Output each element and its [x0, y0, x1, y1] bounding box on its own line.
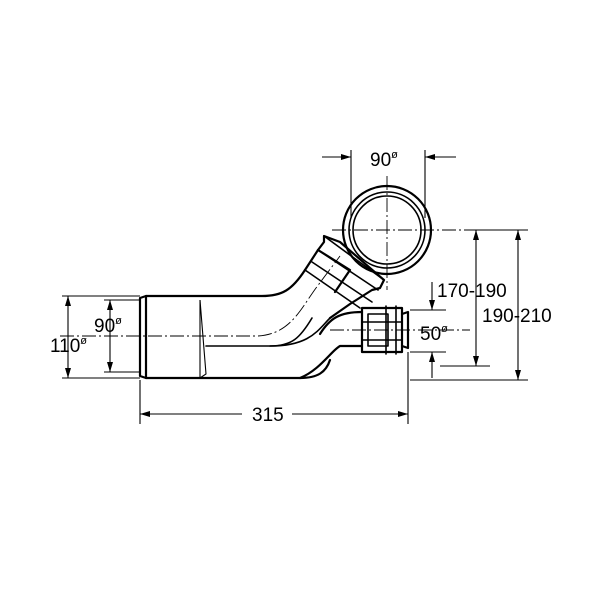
dim-height-1 [440, 230, 490, 367]
height-range-1-label: 170-190 [437, 281, 507, 302]
top-diameter-label: 90ø [370, 149, 398, 171]
dim-top [322, 150, 456, 218]
height-range-2-label: 190-210 [482, 306, 552, 327]
center-lines [60, 176, 470, 337]
branch-diameter-label: 50ø [420, 323, 448, 345]
elbow-nut [303, 234, 386, 320]
dim-length [139, 352, 409, 424]
inner-diameter-label: 90ø [94, 315, 122, 337]
dim-branch [410, 282, 446, 378]
main-pipe [138, 268, 364, 380]
dim-left [62, 295, 140, 379]
outer-diameter-label: 110ø [50, 335, 87, 357]
dim-height-2 [410, 229, 528, 381]
length-label: 315 [252, 405, 284, 426]
